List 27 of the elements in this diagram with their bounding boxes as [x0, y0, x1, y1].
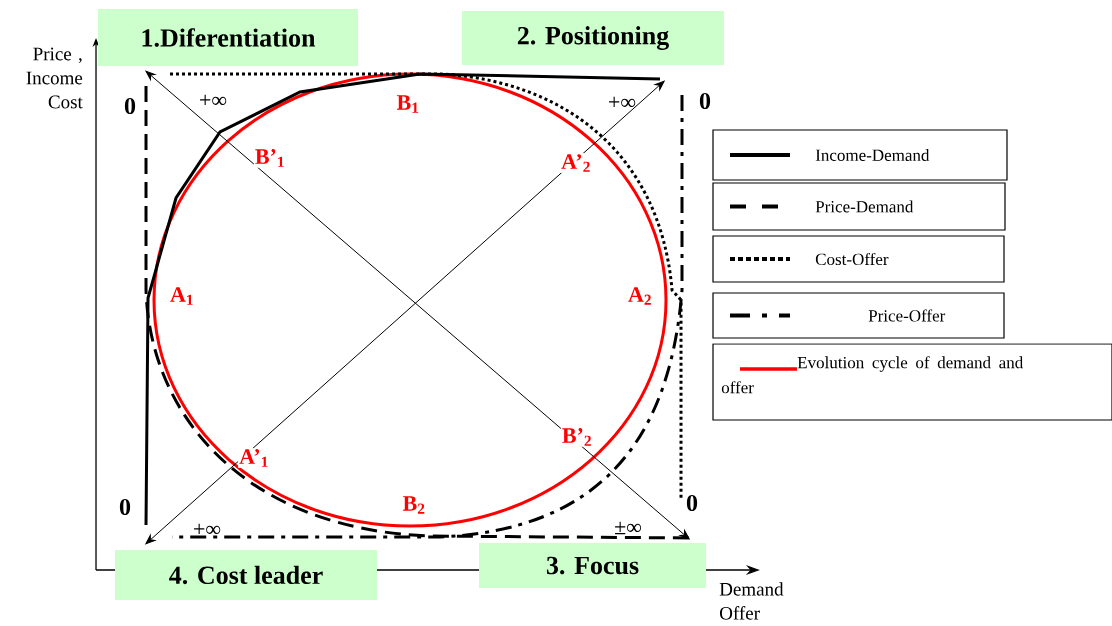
- point-label: A’$_{2}$: [560, 153, 592, 173]
- strategy-box: 1.Diferentiation: [98, 9, 358, 66]
- point-label: A$_{2}$: [626, 286, 654, 306]
- legend-entry: Evolution cycle of demand and offer: [712, 343, 1112, 421]
- strategy-box: 4. Cost leader: [115, 550, 377, 600]
- point-label: B’$_{2}$: [560, 427, 594, 447]
- axis-value: 0: [124, 97, 136, 115]
- axis-value: 0: [686, 494, 698, 512]
- legend-entry: Income-Demand: [712, 129, 1008, 181]
- axis-value: 0: [699, 92, 711, 110]
- axis-label: Demand Offer: [719, 582, 784, 620]
- axis-value: +∞: [609, 96, 636, 108]
- point-label: B$_{1}$: [395, 94, 421, 114]
- legend-entry: Cost-Offer: [712, 235, 1005, 283]
- point-label: A’$_{1}$: [238, 448, 270, 468]
- legend-entry: Price-Demand: [712, 182, 1006, 231]
- axis-label: Price , Income Cost: [26, 47, 83, 109]
- point-label: A$_{1}$: [168, 286, 196, 306]
- axis-value: +∞: [200, 94, 227, 106]
- legend-entry: Price-Offer: [712, 292, 1005, 339]
- strategy-box: 3. Focus: [479, 543, 706, 588]
- axis-value: 0: [119, 498, 131, 516]
- axis-value: +∞: [194, 523, 221, 535]
- point-label: B$_{2}$: [401, 495, 427, 515]
- strategy-box: 2. Positioning: [462, 11, 724, 65]
- axis-value: ±∞: [615, 521, 642, 535]
- point-label: B’$_{1}$: [253, 148, 287, 168]
